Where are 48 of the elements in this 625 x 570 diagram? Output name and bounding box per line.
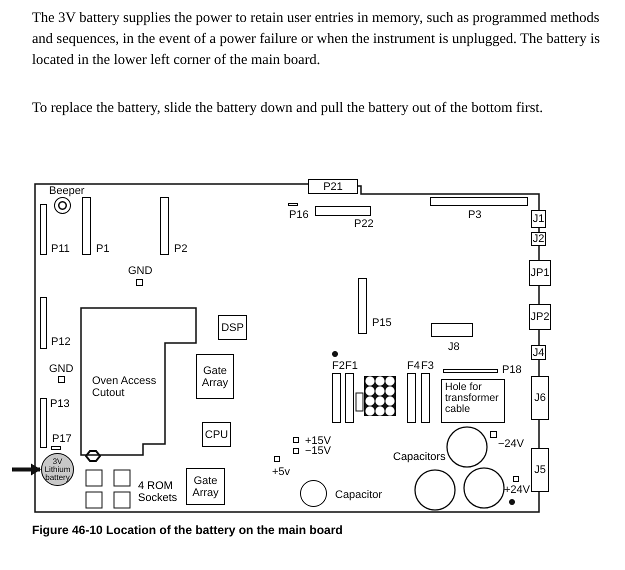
paragraph: To replace the battery, slide the battery down and pull the battery out of the bottom first. xyxy=(32,99,544,118)
part-label: P2 xyxy=(174,243,188,255)
cutout-hole: Hole for transformer cable xyxy=(441,379,505,423)
lithium-battery: 3V Lithium battery xyxy=(41,453,74,486)
component-box: J6 xyxy=(531,376,549,420)
part-label: P22 xyxy=(354,218,374,230)
component-box: P21 xyxy=(308,179,358,194)
part-label: P3 xyxy=(468,209,482,221)
part-label: +24V xyxy=(504,484,530,496)
paragraph: The 3V battery supplies the power to retain user entries in memory, such as programmed methods and sequences, in the event of a power failure or when the instrument is unplugged. The battery is located in the lower left corner of the main board. xyxy=(32,9,601,70)
part-label: F2 xyxy=(332,360,345,372)
part-label: P11 xyxy=(51,243,70,255)
part-label: −15V xyxy=(305,445,331,457)
part-label: +5v xyxy=(272,466,290,478)
component-box: JP2 xyxy=(529,304,551,330)
part-label: J8 xyxy=(448,341,460,353)
component-box: J5 xyxy=(531,448,549,492)
part-label: GND xyxy=(49,363,74,375)
component-box: CPU xyxy=(202,422,231,447)
component-box: J2 xyxy=(531,232,546,246)
part-label: P16 xyxy=(289,209,309,221)
part-label: P1 xyxy=(96,243,110,255)
part-label: F3 xyxy=(421,360,434,372)
part-label: P18 xyxy=(502,364,522,376)
arrow xyxy=(12,464,41,476)
part-label: Capacitor xyxy=(335,489,382,501)
part-label: −24V xyxy=(498,438,524,450)
part-label: Capacitors xyxy=(393,451,447,463)
part-label: 4 ROM Sockets xyxy=(138,480,178,504)
cutout-label: Oven Access Cutout xyxy=(92,375,158,399)
component-box: J4 xyxy=(531,345,546,360)
component-box: DSP xyxy=(218,315,247,340)
part-label: Beeper xyxy=(49,185,84,197)
figure-caption: Figure 46-10 Location of the battery on the main board xyxy=(32,522,344,539)
part-label: P15 xyxy=(372,317,392,329)
component-box: JP1 xyxy=(529,260,551,286)
part-label: P17 xyxy=(52,433,72,445)
component-box: Gate Array xyxy=(196,354,234,399)
part-label: F4 xyxy=(407,360,420,372)
oven-access-cutout xyxy=(80,307,197,456)
connector-header xyxy=(40,398,47,448)
component-box: Gate Array xyxy=(186,468,225,505)
part-label: GND xyxy=(128,265,152,277)
component-box: J1 xyxy=(531,210,546,228)
part-label: +15V xyxy=(305,435,331,447)
part-label: F1 xyxy=(345,360,358,372)
part-label: P12 xyxy=(51,336,71,348)
part-label: P13 xyxy=(50,398,71,410)
